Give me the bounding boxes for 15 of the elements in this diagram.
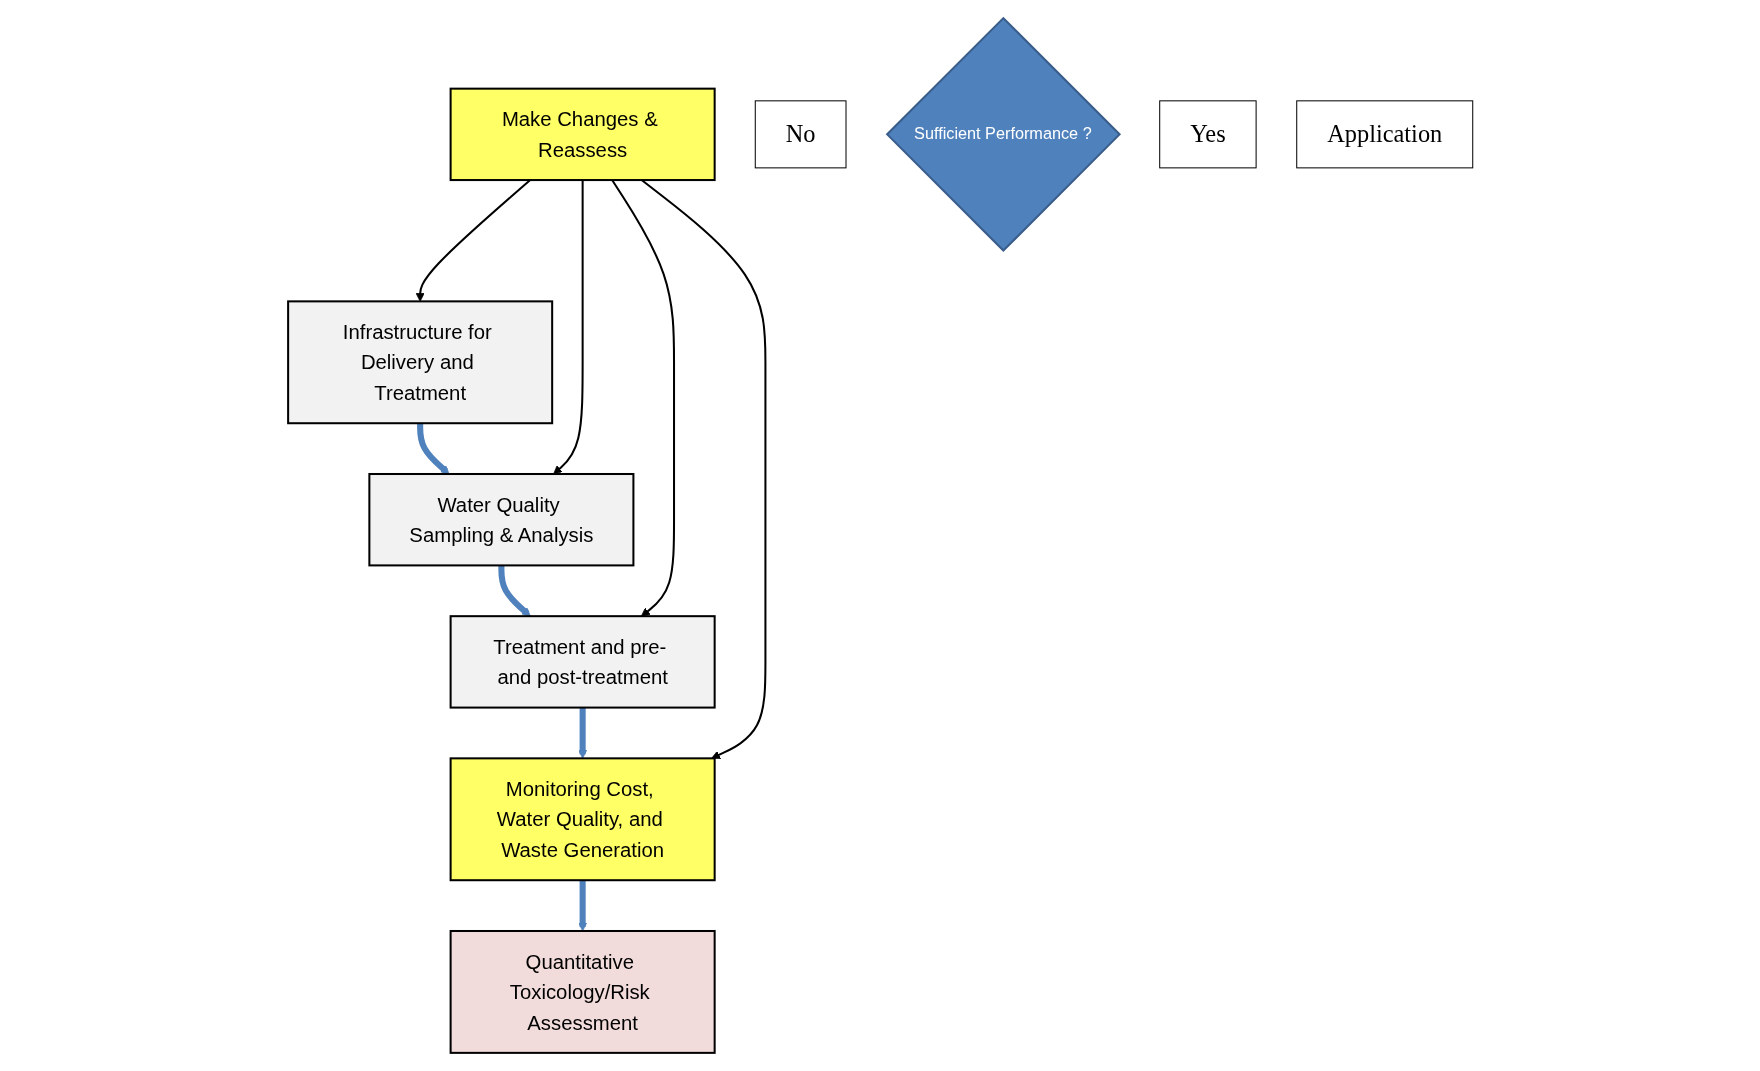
node-box: Treatment and pre- and post-treatment — [449, 615, 716, 709]
node-box: No — [754, 100, 847, 169]
node-box: Quantitative Toxicology/Risk Assessment — [449, 930, 716, 1054]
node-box: Application — [1295, 100, 1473, 169]
arrow — [552, 180, 584, 475]
arrow — [497, 565, 531, 617]
node-diamond: Sufficient Performance ? — [885, 16, 1121, 253]
arrow — [577, 880, 587, 932]
node-box: Yes — [1158, 100, 1257, 169]
node-box: Monitoring Cost, Water Quality, and Waste Generation — [449, 757, 716, 882]
arrow — [416, 423, 450, 475]
arrow — [577, 707, 587, 759]
node-box: Make Changes & Reassess — [449, 87, 716, 182]
node-box: Water Quality Sampling & Analysis — [367, 473, 634, 567]
node-box: Infrastructure for Delivery and Treatment — [286, 300, 553, 425]
